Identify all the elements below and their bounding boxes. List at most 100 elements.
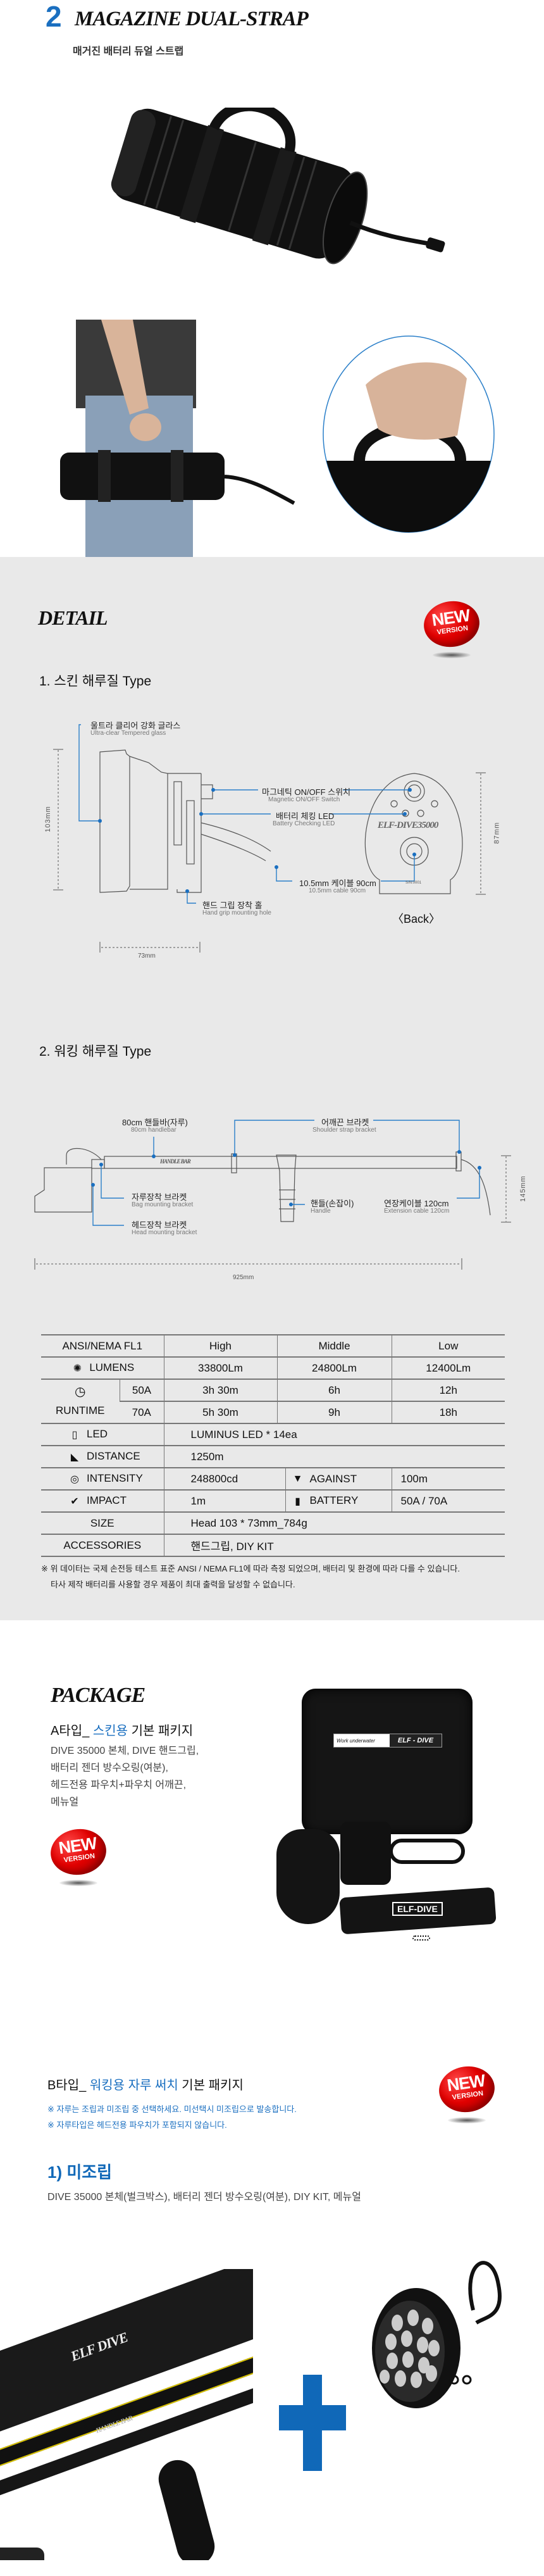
content-line: 메뉴얼 xyxy=(51,1797,79,1808)
section-number: 2 xyxy=(46,0,62,33)
label-head-bracket: 헤드장착 브라켓 xyxy=(132,1220,187,1230)
led-icon: ▯ xyxy=(71,1429,78,1441)
table-row: SIZE Head 103 * 73mm_784g xyxy=(41,1511,505,1535)
cell: 1m xyxy=(163,1489,285,1513)
content-line: DIVE 35000 본체, DIVE 핸드그립, xyxy=(51,1746,199,1756)
cell: 12400Lm xyxy=(391,1356,505,1380)
case-label: Work underwater ELF - DIVE xyxy=(333,1734,442,1748)
intensity-label: INTENSITY xyxy=(87,1472,143,1485)
clock-icon: ◷ xyxy=(75,1385,86,1399)
cell: 24800Lm xyxy=(276,1356,392,1380)
header-standard: ANSI/NEMA FL1 xyxy=(41,1334,164,1358)
dim-back-87: 87mm xyxy=(493,822,501,844)
package-title: PACKAGE xyxy=(51,1684,145,1707)
size-label: SIZE xyxy=(41,1511,164,1535)
label-bag-bracket: 자루장착 브라켓 xyxy=(132,1192,187,1202)
person-carrying-photo xyxy=(60,320,295,573)
model-name: ELF-DIVE35000 xyxy=(378,820,438,830)
page-subtitle: 매거진 배터리 듀얼 스트랩 xyxy=(73,46,184,57)
unassembled-contents: DIVE 35000 본체(벌크박스), 배터리 젠더 방수오링(여분), DI… xyxy=(47,2192,361,2203)
light-rays-icon: ✺ xyxy=(73,1363,82,1374)
label-cable-en: 10.5mm cable 90cm xyxy=(309,887,366,894)
serial-number: S/N:0001 xyxy=(405,881,422,885)
back-label: 〈Back〉 xyxy=(392,913,441,925)
cell: 100m xyxy=(391,1467,505,1491)
spec-footnote-1: ※ 위 데이터는 국제 손전등 테스트 표준 ANSI / NEMA FL1에 … xyxy=(41,1564,460,1573)
heading-highlight: 스킨용 xyxy=(92,1724,128,1738)
label-shoulder-en: Shoulder strap bracket xyxy=(312,1127,376,1134)
package-b-note-1: ※ 자루는 조립과 미조립 중 선택하세요. 미선택시 미조립으로 발송합니다. xyxy=(47,2104,297,2114)
grip-item xyxy=(154,2456,219,2560)
table-row: ACCESSORIES 핸드그립, DIY KIT xyxy=(41,1534,505,1557)
walking-type-diagram xyxy=(34,1120,511,1270)
table-row: ▯ LED LUMINUS LED * 14ea xyxy=(41,1423,505,1446)
intensity-icon: ◎ xyxy=(70,1473,79,1485)
cell: 6h xyxy=(276,1379,392,1402)
battery-label: BATTERY xyxy=(309,1494,359,1507)
label-handlebar: 80cm 핸들바(자루) xyxy=(122,1118,188,1127)
label-handlebar-en: 80cm handlebar xyxy=(131,1127,176,1134)
label-extension-cable: 연장케이블 120cm xyxy=(384,1199,449,1208)
unassembled-heading: 1) 미조립 xyxy=(47,2163,113,2182)
package-b-heading: B타입_ 워킹용 자루 써치 기본 패키지 xyxy=(47,2075,244,2093)
header-high: High xyxy=(163,1334,277,1358)
table-row: ◣DISTANCE 1250m xyxy=(41,1445,505,1468)
cell: 핸드그립, DIY KIT xyxy=(163,1534,505,1557)
dim-height-103: 103mm xyxy=(44,806,52,832)
o-rings xyxy=(412,1935,430,1941)
label-glass: 울트라 클리어 강화 글라스 xyxy=(90,721,181,730)
package-a-photo: Work underwater ELF - DIVE ELF-DIVE xyxy=(266,1684,497,1943)
pouch-case xyxy=(302,1689,473,1834)
skin-type-heading: 1. 스킨 해루질 Type xyxy=(39,674,152,689)
skin-type-diagram xyxy=(53,724,486,953)
label-extension-cable-en: Extension cable 120cm xyxy=(384,1208,450,1215)
water-resistance-icon: ▼ xyxy=(292,1473,303,1485)
label-head-bracket-en: Head mounting bracket xyxy=(132,1229,197,1236)
runtime-label: RUNTIME xyxy=(56,1404,105,1416)
cell: 9h xyxy=(276,1401,392,1424)
light-head-item xyxy=(340,1822,391,1885)
table-row: ◎INTENSITY 248800cd ▼AGAINST 100m xyxy=(41,1467,505,1491)
label-grip: 핸드 그립 장착 홀 xyxy=(202,901,263,910)
led-label: LED xyxy=(87,1428,108,1441)
dim-length-925: 925mm xyxy=(233,1274,254,1281)
table-row: ◷RUNTIME 50A 3h 30m 6h 12h xyxy=(41,1379,505,1424)
grip-closeup-photo xyxy=(323,335,495,533)
lumens-label: LUMENS xyxy=(89,1361,135,1374)
header-low: Low xyxy=(391,1334,505,1358)
spec-table: ANSI/NEMA FL1 High Middle Low ✺LUMENS 33… xyxy=(41,1334,505,1557)
label-switch: 마그네틱 ON/OFF 스위치 xyxy=(262,787,351,797)
package-a-contents: DIVE 35000 본체, DIVE 핸드그립, 배터리 젠더 방수오링(여분… xyxy=(51,1742,199,1811)
zip-case-item xyxy=(0,2548,44,2560)
page-title: MAGAZINE DUAL-STRAP xyxy=(75,8,309,30)
battery-icon: ▮ xyxy=(295,1496,300,1507)
cell: 1250m xyxy=(163,1445,505,1468)
cell: 5h 30m xyxy=(163,1401,277,1424)
case-label-text: Work underwater xyxy=(337,1737,375,1744)
against-label: AGAINST xyxy=(309,1472,357,1485)
heading-suffix: 기본 패키지 xyxy=(178,2079,244,2092)
plus-icon-vertical xyxy=(303,2375,322,2471)
cell: 18h xyxy=(391,1401,505,1424)
content-line: 배터리 젠더 방수오링(여분), xyxy=(51,1763,168,1773)
package-b-note-2: ※ 자루타입은 헤드전용 파우치가 포함되지 않습니다. xyxy=(47,2120,227,2130)
cell: 12h xyxy=(391,1379,505,1402)
detail-title: DETAIL xyxy=(38,606,108,629)
label-handle: 핸들(손잡이) xyxy=(311,1199,354,1208)
cell: 3h 30m xyxy=(163,1379,277,1402)
content-line: 헤드전용 파우치+파우치 어깨끈, xyxy=(51,1780,187,1791)
cable-item xyxy=(389,1839,465,1864)
cell: Head 103 * 73mm_784g xyxy=(163,1511,505,1535)
accessories-label: ACCESSORIES xyxy=(41,1534,164,1557)
heading-suffix: 기본 패키지 xyxy=(128,1724,194,1738)
label-led: 배터리 체킹 LED xyxy=(276,811,335,821)
cell: LUMINUS LED * 14ea xyxy=(163,1423,505,1446)
handlebar-kit-photo: ELF DIVE HANDLE BAR xyxy=(0,2269,253,2560)
spec-footnote-2: 타사 제작 배터리를 사용할 경우 제품이 최대 출력을 달성할 수 없습니다. xyxy=(51,1580,295,1589)
distance-icon: ◣ xyxy=(70,1451,79,1463)
header-middle: Middle xyxy=(276,1334,392,1358)
table-row: ANSI/NEMA FL1 High Middle Low xyxy=(41,1334,505,1358)
label-switch-en: Magnetic ON/OFF Switch xyxy=(268,796,340,803)
